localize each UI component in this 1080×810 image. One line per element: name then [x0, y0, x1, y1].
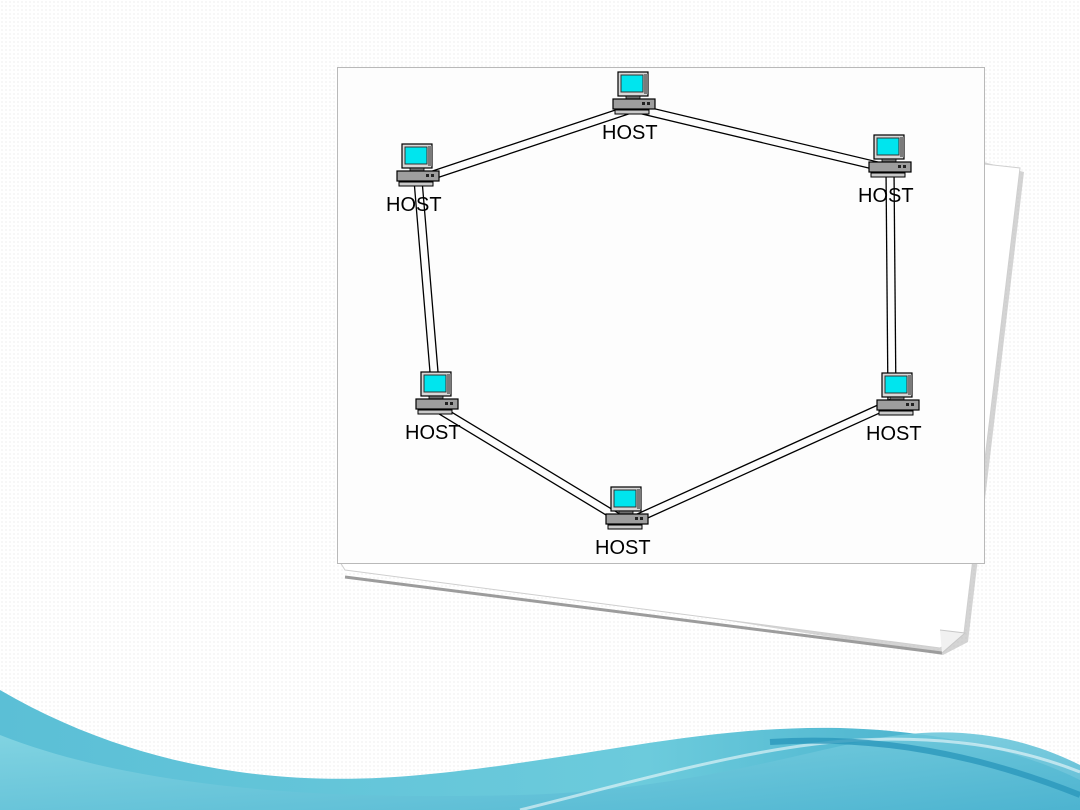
host-node-lower-left[interactable] [415, 371, 459, 415]
host-label: HOST [858, 185, 914, 207]
host-node-top[interactable] [612, 71, 656, 115]
network-diagram: HOST HOST HOST HOST HOST HOST [337, 67, 985, 564]
link-upper-left-top [416, 103, 636, 185]
desktop-computer-icon [876, 372, 920, 416]
host-node-bottom[interactable] [605, 486, 649, 530]
desktop-computer-icon [396, 143, 440, 187]
link-lower-left-upper-left [413, 179, 442, 409]
host-node-lower-right[interactable] [876, 372, 920, 416]
links-layer [413, 103, 897, 528]
link-bottom-lower-left [434, 404, 630, 527]
paper-edge [344, 575, 943, 655]
wave-dark-stroke [769, 737, 1080, 798]
link-lower-right-bottom [625, 398, 894, 528]
desktop-computer-icon [612, 71, 656, 115]
host-label: HOST [386, 194, 442, 216]
link-top-upper-right [632, 103, 892, 174]
wave-front [0, 732, 1080, 810]
host-node-upper-right[interactable] [868, 134, 912, 178]
paper-curl [939, 629, 967, 654]
link-upper-right-lower-right [885, 168, 897, 404]
desktop-computer-icon [415, 371, 459, 415]
host-label: HOST [405, 422, 461, 444]
nodes-layer: HOST HOST HOST HOST HOST HOST [386, 71, 922, 559]
desktop-computer-icon [605, 486, 649, 530]
host-node-upper-left[interactable] [396, 143, 440, 187]
host-label: HOST [866, 423, 922, 445]
ring-topology-svg: HOST HOST HOST HOST HOST HOST [386, 71, 922, 559]
host-label: HOST [595, 537, 651, 559]
desktop-computer-icon [868, 134, 912, 178]
host-label: HOST [602, 122, 658, 144]
